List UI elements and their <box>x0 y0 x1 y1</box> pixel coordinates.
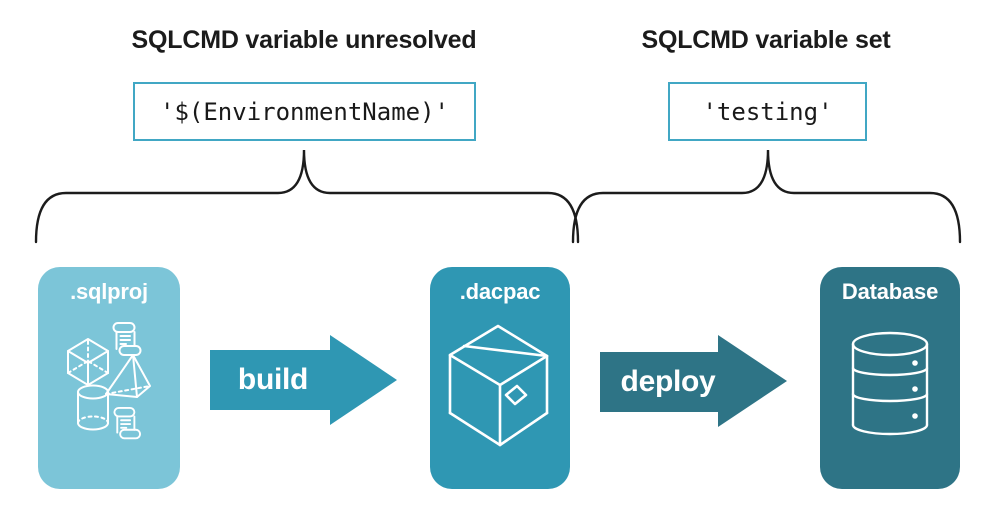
package-label-tag <box>504 384 528 406</box>
build-arrow-label: build <box>237 363 309 396</box>
cylinder-icon <box>77 384 109 431</box>
heading-unresolved: SQLCMD variable unresolved <box>131 26 477 54</box>
deploy-arrow-label: deploy <box>620 365 716 398</box>
stage-card-dacpac: .dacpac <box>430 267 570 489</box>
stage-card-database: Database <box>820 267 960 489</box>
stage-label-sqlproj: .sqlproj <box>70 279 148 304</box>
build-arrow <box>210 335 397 425</box>
stage-label-database: Database <box>841 279 939 304</box>
deploy-arrow <box>600 335 787 427</box>
brace-set-scope <box>571 149 962 244</box>
cube-icon <box>67 338 109 386</box>
code-box-unresolved: '$(EnvironmentName)' <box>133 82 476 141</box>
script-scroll-icon <box>113 406 142 440</box>
package-icon <box>448 324 549 447</box>
stage-card-sqlproj: .sqlproj <box>38 267 180 489</box>
code-text-set: 'testing' <box>702 97 833 126</box>
sql-objects-icon <box>67 322 151 440</box>
database-icon <box>851 331 929 436</box>
stage-label-dacpac: .dacpac <box>459 279 541 304</box>
code-text-unresolved: '$(EnvironmentName)' <box>160 97 449 126</box>
heading-set: SQLCMD variable set <box>641 26 891 54</box>
pyramid-icon <box>105 354 151 398</box>
script-scroll-icon <box>112 322 142 356</box>
code-box-set: 'testing' <box>668 82 867 141</box>
brace-unresolved-scope <box>34 149 580 244</box>
